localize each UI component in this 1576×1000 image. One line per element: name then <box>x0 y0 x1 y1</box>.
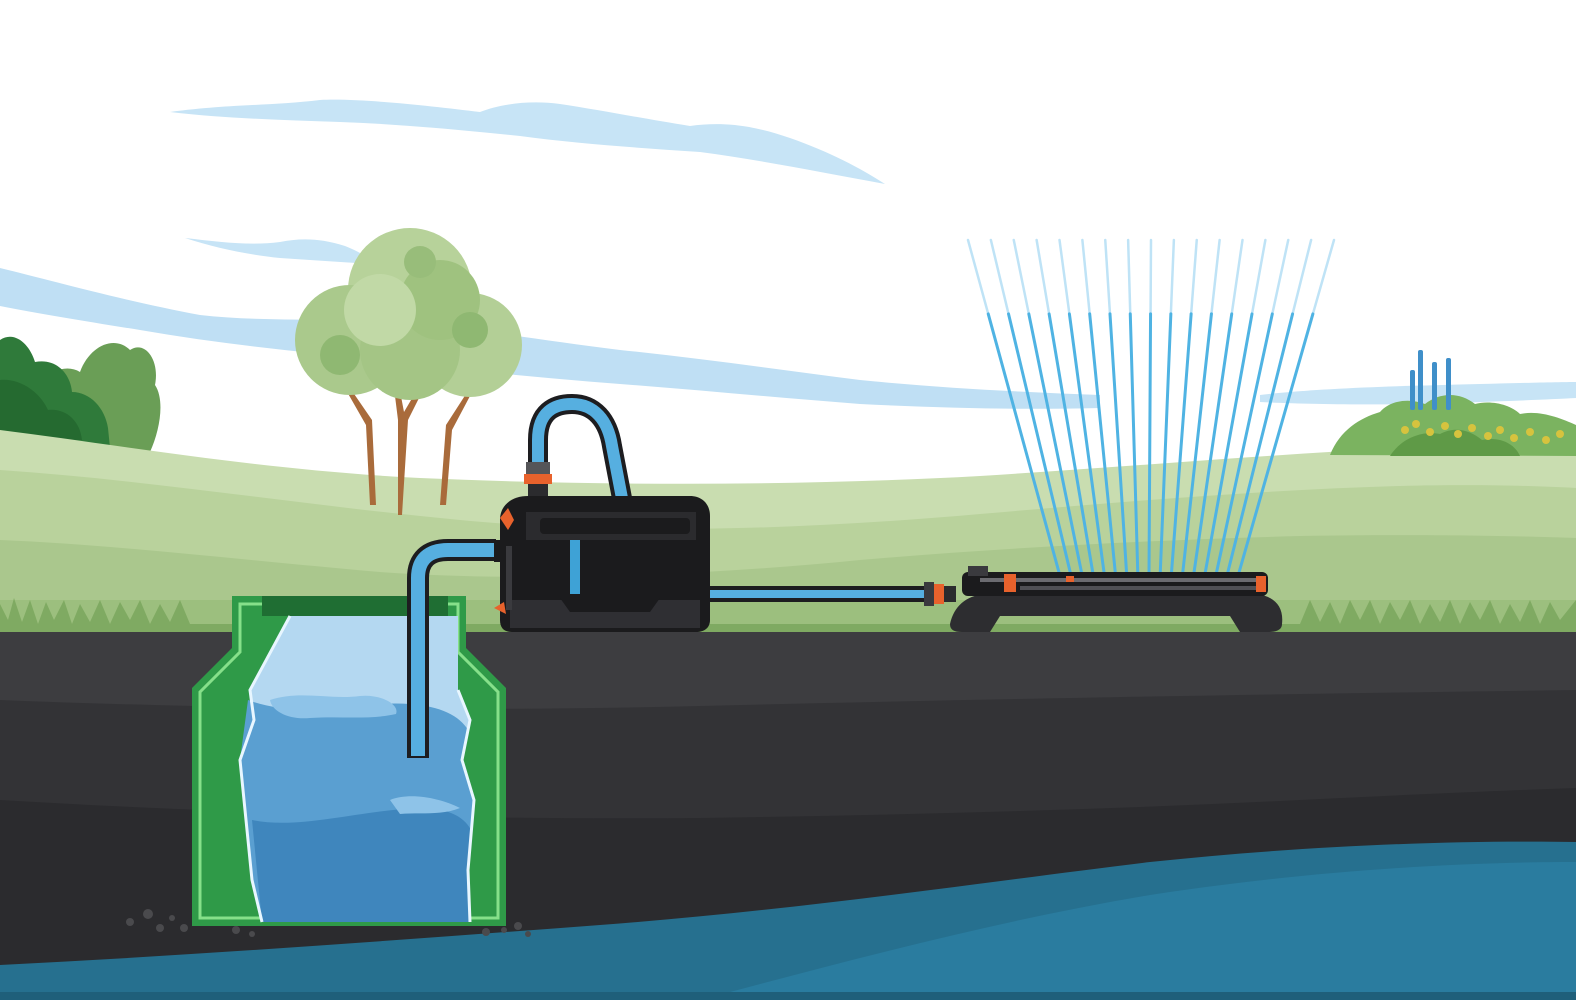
spray-jet <box>1147 312 1153 578</box>
cloud-upper <box>170 99 885 184</box>
spray-jet-tip <box>1291 238 1313 316</box>
spray-jet <box>1236 312 1315 578</box>
water-spray <box>966 238 1336 578</box>
spray-jet-tip <box>1189 238 1198 316</box>
spray-jet-tip <box>1081 238 1091 316</box>
spray-jet <box>1214 312 1274 578</box>
gravel <box>126 909 531 937</box>
spray-jet <box>1067 312 1106 578</box>
spray-jet <box>986 312 1062 578</box>
groundwater-highlight <box>700 862 1576 1000</box>
spray-jet-tip <box>1104 238 1112 316</box>
spray-jet-tip <box>1271 238 1290 316</box>
sprinkler-orange-clip-right <box>1256 576 1266 592</box>
spray-jet-tip <box>989 238 1010 316</box>
spray-jet <box>1180 312 1213 578</box>
spray-jet-tip <box>1126 238 1132 316</box>
spray-jet-tip <box>1230 238 1244 316</box>
top-hose-loop <box>528 393 640 542</box>
spray-jet <box>1203 312 1254 578</box>
spray-jet <box>1007 312 1073 578</box>
bushes-left <box>0 336 161 452</box>
oscillating-sprinkler <box>950 566 1283 632</box>
tank-inner-edge <box>238 615 292 923</box>
pump-top-fitting <box>524 462 552 496</box>
spray-jet-tip <box>1210 238 1221 316</box>
spray-jet-tip <box>1311 238 1336 316</box>
spray-jet-tip <box>1169 238 1176 316</box>
spray-jet <box>1108 312 1129 578</box>
hose-connector <box>924 582 956 606</box>
sprinkler-orange-clip-left <box>1004 574 1016 592</box>
spray-jet <box>1158 312 1173 578</box>
bushes-right <box>1330 350 1576 456</box>
spray-jet-tip <box>1035 238 1051 316</box>
spray-jet-tip <box>1250 238 1267 316</box>
sprinkler-base <box>950 594 1283 632</box>
garden-pump <box>494 462 710 632</box>
tank-inner-edge-right <box>456 689 476 923</box>
spray-jet <box>1225 312 1295 578</box>
pump-blue-stripe <box>570 540 580 594</box>
suction-hose <box>407 539 496 758</box>
tree <box>295 228 522 515</box>
spray-jet <box>1088 312 1118 578</box>
cloud-lower <box>0 268 1100 409</box>
cloud-small <box>185 238 372 264</box>
spray-jet <box>1047 312 1095 578</box>
spray-jet-tip <box>1058 238 1071 316</box>
pressure-hose <box>710 582 956 606</box>
spray-jet-tip <box>1012 238 1031 316</box>
tank-water-ripple-2 <box>390 796 460 814</box>
spray-jet <box>1128 312 1140 578</box>
tank-water-shade <box>252 808 472 922</box>
bottom-band <box>0 992 1576 1000</box>
tank-neck-opening <box>262 596 448 616</box>
tank-water-ripple <box>270 695 397 719</box>
spray-jet <box>1169 312 1193 578</box>
spray-jet <box>1027 312 1084 578</box>
spray-jet-tip <box>966 238 990 316</box>
pump-orange-accents <box>494 508 514 614</box>
spray-jet <box>1192 312 1234 578</box>
